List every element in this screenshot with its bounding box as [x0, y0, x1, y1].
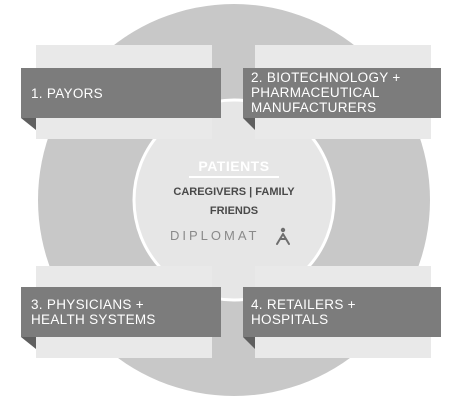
- fold-corner: [243, 118, 255, 130]
- label-bar: [243, 287, 441, 337]
- logo-head: [280, 227, 286, 233]
- quadrant-biotech-pharma: [243, 45, 441, 139]
- inner-circle: [132, 98, 336, 302]
- retailers-label: 4. RETAILERS + HOSPITALS: [251, 297, 356, 327]
- quadrant-physicians: [21, 266, 221, 358]
- logo-figure: [276, 233, 290, 245]
- payors-label: 1. PAYORS: [31, 86, 103, 101]
- fold-corner: [21, 337, 36, 349]
- label-bar: [243, 68, 441, 118]
- label-bar: [21, 68, 221, 118]
- quadrant-retailers: [243, 266, 441, 358]
- diplomat-logo-text: DIPLOMAT: [170, 228, 260, 243]
- fold-corner: [243, 337, 255, 349]
- fold-corner: [21, 118, 36, 130]
- center-line-1: CAREGIVERS | FAMILY: [173, 186, 295, 198]
- quadrant-payors: [21, 45, 221, 139]
- diplomat-logo-mark: [276, 227, 290, 245]
- label-bar: [21, 287, 221, 337]
- center-line-2: FRIENDS: [209, 205, 259, 217]
- center-title: PATIENTS: [198, 158, 270, 174]
- biotech-pharma-label: 2. BIOTECHNOLOGY + PHARMACEUTICAL MANUFA…: [251, 70, 401, 115]
- physicians-label: 3. PHYSICIANS + HEALTH SYSTEMS: [31, 297, 156, 327]
